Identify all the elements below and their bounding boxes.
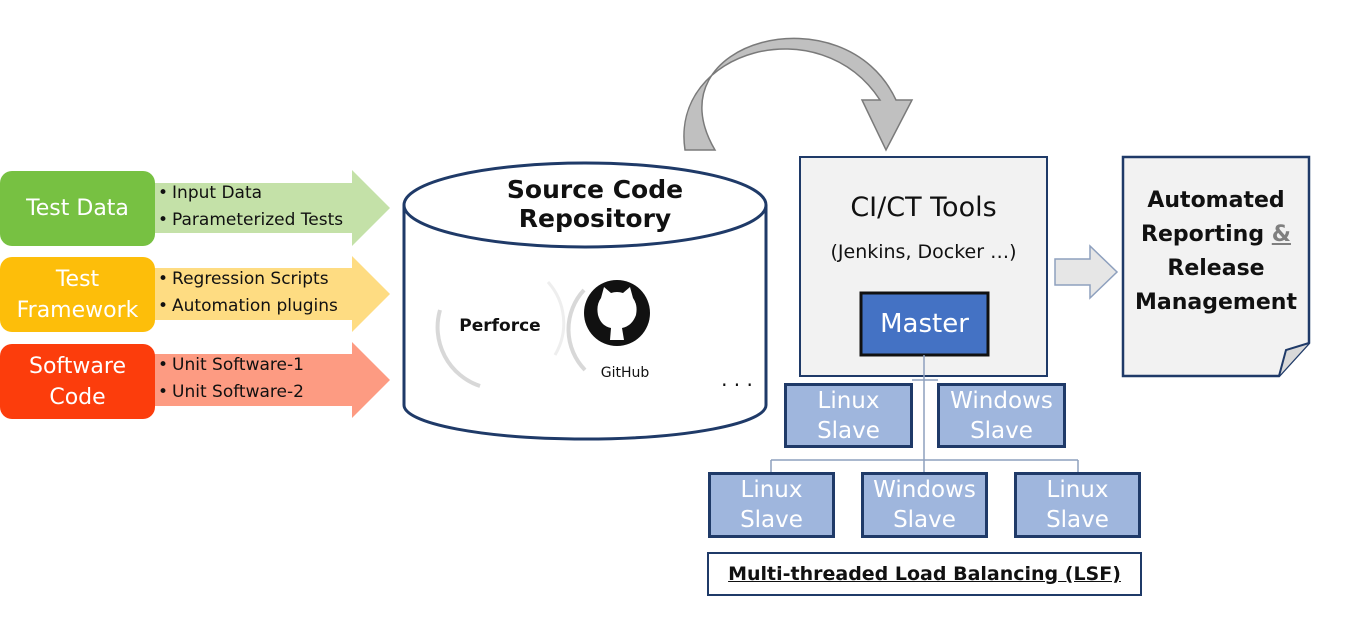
- github-label: GitHub: [600, 365, 650, 381]
- slave-label: Slave: [1046, 507, 1109, 533]
- test-framework-label-line-1: Test: [55, 266, 100, 292]
- bullet-item: Unit Software-1: [158, 352, 304, 379]
- perforce-circle: [438, 264, 562, 388]
- slave-label: Windows: [873, 477, 976, 503]
- slave-label: Windows: [950, 387, 1053, 414]
- perforce-label: Perforce: [459, 316, 541, 336]
- bullet-item: Unit Software-2: [158, 379, 304, 406]
- ci-tools-title: CI/CT Tools: [850, 191, 997, 223]
- reporting-text: Automated Reporting & Release Management: [1123, 184, 1309, 320]
- master-label: Master: [880, 309, 969, 339]
- bullet-item: Parameterized Tests: [158, 207, 343, 234]
- bullet-item: Regression Scripts: [158, 266, 338, 293]
- repository-title: Source Code Repository: [506, 175, 684, 233]
- test-data-label: Test Data: [26, 196, 129, 221]
- test-data-bullets: Input Data Parameterized Tests: [158, 180, 343, 234]
- bullet-item: Input Data: [158, 180, 343, 207]
- github-icon: [584, 280, 650, 346]
- reporting-ampersand: &: [1271, 222, 1291, 247]
- software-code-box: Software Code: [0, 344, 155, 419]
- load-balancing-box: [707, 552, 1142, 596]
- slave-label: Slave: [893, 507, 956, 533]
- curved-arrow: [683, 37, 914, 152]
- slave-box-lower-windows: Windows Slave: [861, 472, 988, 538]
- test-data-box: Test Data: [0, 171, 155, 246]
- reporting-word: Reporting: [1141, 222, 1265, 247]
- slave-box-lower-linux-1: Linux Slave: [708, 472, 835, 538]
- master-box: [859, 291, 990, 357]
- slave-box-upper-windows: Windows Slave: [937, 383, 1066, 448]
- reporting-line-2: Reporting &: [1123, 218, 1309, 252]
- slave-connectors: [770, 355, 1079, 472]
- slave-label: Slave: [817, 417, 880, 444]
- slave-label: Linux: [740, 477, 803, 503]
- reporting-line-3: Release: [1167, 256, 1265, 281]
- slave-label: Linux: [817, 387, 880, 414]
- test-framework-label-line-2: Framework: [16, 297, 139, 323]
- reporting-arrow: [1054, 244, 1119, 300]
- repository-ellipsis: . . .: [721, 367, 753, 391]
- software-code-label-line-1: Software: [29, 353, 126, 379]
- bullet-item: Automation plugins: [158, 293, 338, 320]
- reporting-line-1: Automated: [1147, 188, 1285, 213]
- slave-box-upper-linux: Linux Slave: [784, 383, 913, 448]
- reporting-line-4: Management: [1135, 290, 1297, 315]
- software-code-label-line-2: Code: [49, 384, 106, 410]
- test-framework-box: Test Framework: [0, 257, 155, 332]
- software-code-bullets: Unit Software-1 Unit Software-2: [158, 352, 304, 406]
- load-balancing-label: Multi-threaded Load Balancing (LSF): [728, 563, 1121, 585]
- slave-box-lower-linux-2: Linux Slave: [1014, 472, 1141, 538]
- slave-label: Slave: [740, 507, 803, 533]
- test-framework-bullets: Regression Scripts Automation plugins: [158, 266, 338, 320]
- slave-label: Slave: [970, 417, 1033, 444]
- slave-label: Linux: [1046, 477, 1109, 503]
- ci-tools-subtitle: (Jenkins, Docker …): [830, 241, 1017, 263]
- repository-cylinder-top: [402, 161, 768, 249]
